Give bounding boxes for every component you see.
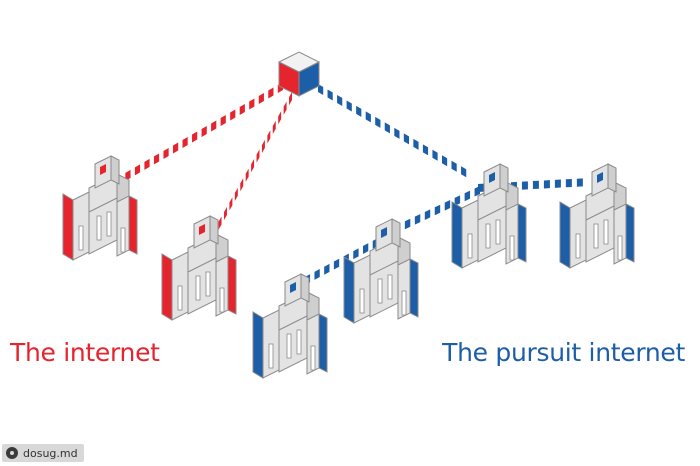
link-dash xyxy=(554,179,561,188)
building-icon xyxy=(62,155,138,261)
link-dash xyxy=(261,139,265,154)
link-dash xyxy=(404,218,411,230)
server-cube-icon xyxy=(277,51,321,97)
link-dash xyxy=(461,166,467,178)
link-dash xyxy=(422,144,429,156)
link-dash xyxy=(314,269,320,280)
link-hub-to-left-building-1 xyxy=(125,82,283,181)
link-dash xyxy=(201,125,207,137)
watermark: dosug.md xyxy=(2,444,84,462)
link-dash xyxy=(353,248,359,260)
link-dash xyxy=(258,92,264,104)
link-dash xyxy=(256,149,260,163)
link-dash xyxy=(229,197,233,211)
link-dash xyxy=(543,180,550,189)
link-dash xyxy=(218,216,222,230)
link-dash xyxy=(356,105,362,117)
link-dash xyxy=(144,158,150,170)
link-hub-to-left-building-2 xyxy=(218,92,292,230)
link-dash xyxy=(394,127,400,139)
watermark-text: dosug.md xyxy=(23,446,78,460)
link-dash xyxy=(384,122,390,134)
link-dash xyxy=(234,187,238,201)
link-dash xyxy=(125,169,131,181)
link-dash xyxy=(220,114,226,126)
site-logo-icon xyxy=(6,447,18,459)
link-dash xyxy=(240,178,244,192)
link-dash xyxy=(521,181,528,190)
link-dash xyxy=(451,160,457,172)
link-dash xyxy=(249,98,255,110)
link-dash xyxy=(192,131,198,143)
link-dash xyxy=(464,190,471,202)
label-pursuit-internet: The pursuit internet xyxy=(442,338,685,367)
link-dash xyxy=(251,159,255,173)
link-dash xyxy=(363,243,369,254)
building-icon xyxy=(451,163,527,269)
link-dash xyxy=(413,138,419,150)
link-dash xyxy=(434,204,441,216)
link-dash xyxy=(245,168,249,182)
link-dash xyxy=(346,100,352,112)
link-dash xyxy=(163,147,169,159)
link-dash xyxy=(432,149,438,161)
building-icon xyxy=(343,218,419,324)
link-dash xyxy=(414,214,421,225)
label-the-internet: The internet xyxy=(10,338,160,367)
link-dash xyxy=(283,101,287,115)
link-dash xyxy=(272,120,276,134)
link-dash xyxy=(565,178,572,188)
link-dash xyxy=(454,195,461,206)
link-dash xyxy=(153,153,160,165)
link-dash xyxy=(278,111,282,125)
link-dash xyxy=(211,120,217,132)
link-dash xyxy=(239,103,245,115)
link-dash xyxy=(230,109,236,121)
link-dash xyxy=(337,94,343,106)
link-dash xyxy=(403,133,410,145)
building-icon xyxy=(252,273,328,379)
link-dash xyxy=(172,142,179,154)
link-dash xyxy=(444,200,451,211)
nodes-layer xyxy=(62,51,635,379)
link-dash xyxy=(576,178,583,187)
link-hub-to-right-building-3 xyxy=(318,84,467,178)
link-dash xyxy=(474,186,480,197)
link-dash xyxy=(268,87,274,99)
link-dash xyxy=(375,116,381,128)
link-dash xyxy=(318,84,324,95)
link-dash xyxy=(424,209,431,220)
link-dash xyxy=(327,89,333,101)
building-icon xyxy=(559,163,635,269)
building-icon xyxy=(161,215,237,321)
link-dash xyxy=(224,206,227,221)
link-dash xyxy=(365,111,371,123)
link-dash xyxy=(289,92,292,106)
link-dash xyxy=(532,180,539,190)
link-dash xyxy=(182,136,188,148)
link-dash xyxy=(333,258,340,270)
link-dash xyxy=(441,155,448,167)
link-dash xyxy=(267,130,271,144)
link-dash xyxy=(324,263,330,275)
link-dash xyxy=(134,164,141,176)
